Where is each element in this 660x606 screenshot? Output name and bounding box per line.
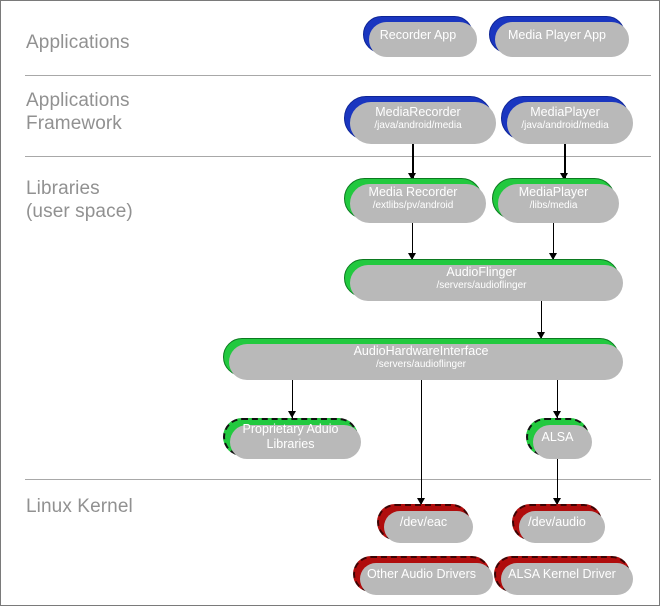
arrowhead-mediarecorder-jni (408, 173, 416, 180)
node-proprietary-audio-libs[interactable]: Proprietary Aduio Libraries (223, 418, 361, 459)
node-mediaplayer-framework[interactable]: MediaPlayer /java/android/media (501, 96, 633, 144)
divider-applications (25, 75, 651, 76)
node-audioflinger[interactable]: AudioFlinger /servers/audioflinger (344, 259, 623, 301)
connector-mediaplayer-to-audioflinger (553, 219, 554, 260)
connector-mediarecorder-jni (412, 141, 414, 179)
arrowhead-audioflinger-to-ahi (537, 332, 545, 339)
node-title: /dev/audio (528, 515, 586, 529)
node-subtitle: /libs/media (529, 200, 578, 211)
connector-ahi-to-proprietary-libs (292, 376, 293, 418)
node-title: ALSA (541, 430, 574, 444)
arrowhead-ahi-to-alsa (553, 411, 561, 418)
connector-audioflinger-to-ahi (541, 297, 542, 339)
node-title: AudioFlinger (446, 264, 517, 279)
node-mediaplayer-lib[interactable]: MediaPlayer /libs/media (492, 178, 619, 223)
node-dev-audio[interactable]: /dev/audio (512, 504, 605, 543)
node-title: Proprietary Aduio (242, 422, 339, 436)
arrowhead-alsa-to-dev-audio (553, 498, 561, 505)
divider-framework (25, 156, 651, 157)
node-media-recorder-lib[interactable]: Media Recorder /extlibs/pv/android (344, 178, 486, 223)
node-title: ALSA Kernel Driver (508, 567, 616, 581)
connector-mediaplayer-jni (564, 141, 566, 179)
node-title: Media Player App (508, 27, 606, 42)
node-other-audio-drivers[interactable]: Other Audio Drivers (353, 556, 493, 595)
node-title: /dev/eac (399, 515, 448, 529)
layer-label-libraries: Libraries (user space) (26, 178, 133, 222)
node-alsa[interactable]: ALSA (526, 418, 592, 459)
node-title: MediaPlayer (518, 185, 589, 199)
arrowhead-ahi-to-dev-eac (417, 498, 425, 505)
node-subtitle: /servers/audioflinger (436, 279, 527, 291)
node-subtitle: /servers/audioflinger (375, 358, 467, 370)
connector-media-recorder-to-audioflinger (412, 219, 413, 260)
node-mediarecorder-framework[interactable]: MediaRecorder /java/android/media (344, 96, 496, 144)
node-title: Media Recorder (368, 185, 458, 199)
divider-linux-kernel (25, 479, 651, 480)
node-subtitle: /extlibs/pv/android (372, 200, 454, 211)
arrowhead-mediaplayer-jni (560, 173, 568, 180)
node-dev-eac[interactable]: /dev/eac (377, 504, 473, 543)
node-title: MediaPlayer (530, 104, 600, 119)
node-alsa-kernel-driver[interactable]: ALSA Kernel Driver (494, 556, 633, 595)
node-media-player-app[interactable]: Media Player App (489, 16, 629, 57)
layer-label-applications-framework: Applications Framework (26, 90, 130, 134)
node-recorder-app[interactable]: Recorder App (363, 16, 477, 57)
node-audiohardwareinterface[interactable]: AudioHardwareInterface /servers/audiofli… (223, 338, 623, 380)
node-title: MediaRecorder (375, 104, 461, 119)
node-title: Other Audio Drivers (366, 567, 477, 581)
arrowhead-mediaplayer-to-audioflinger (549, 253, 557, 260)
layer-label-linux-kernel: Linux Kernel (26, 496, 133, 517)
connector-alsa-to-dev-audio (557, 456, 558, 504)
connector-ahi-to-dev-eac (421, 376, 422, 504)
arrowhead-ahi-to-proprietary-libs (288, 411, 296, 418)
node-subtitle: /java/android/media (521, 119, 609, 131)
node-title: AudioHardwareInterface (353, 343, 489, 358)
node-title: Recorder App (379, 27, 457, 42)
node-subtitle: /java/android/media (374, 119, 462, 131)
arrowhead-media-recorder-to-audioflinger (408, 253, 416, 260)
connector-ahi-to-alsa (557, 376, 558, 418)
node-subtitle: Libraries (266, 437, 315, 451)
layer-label-applications: Applications (26, 32, 130, 53)
